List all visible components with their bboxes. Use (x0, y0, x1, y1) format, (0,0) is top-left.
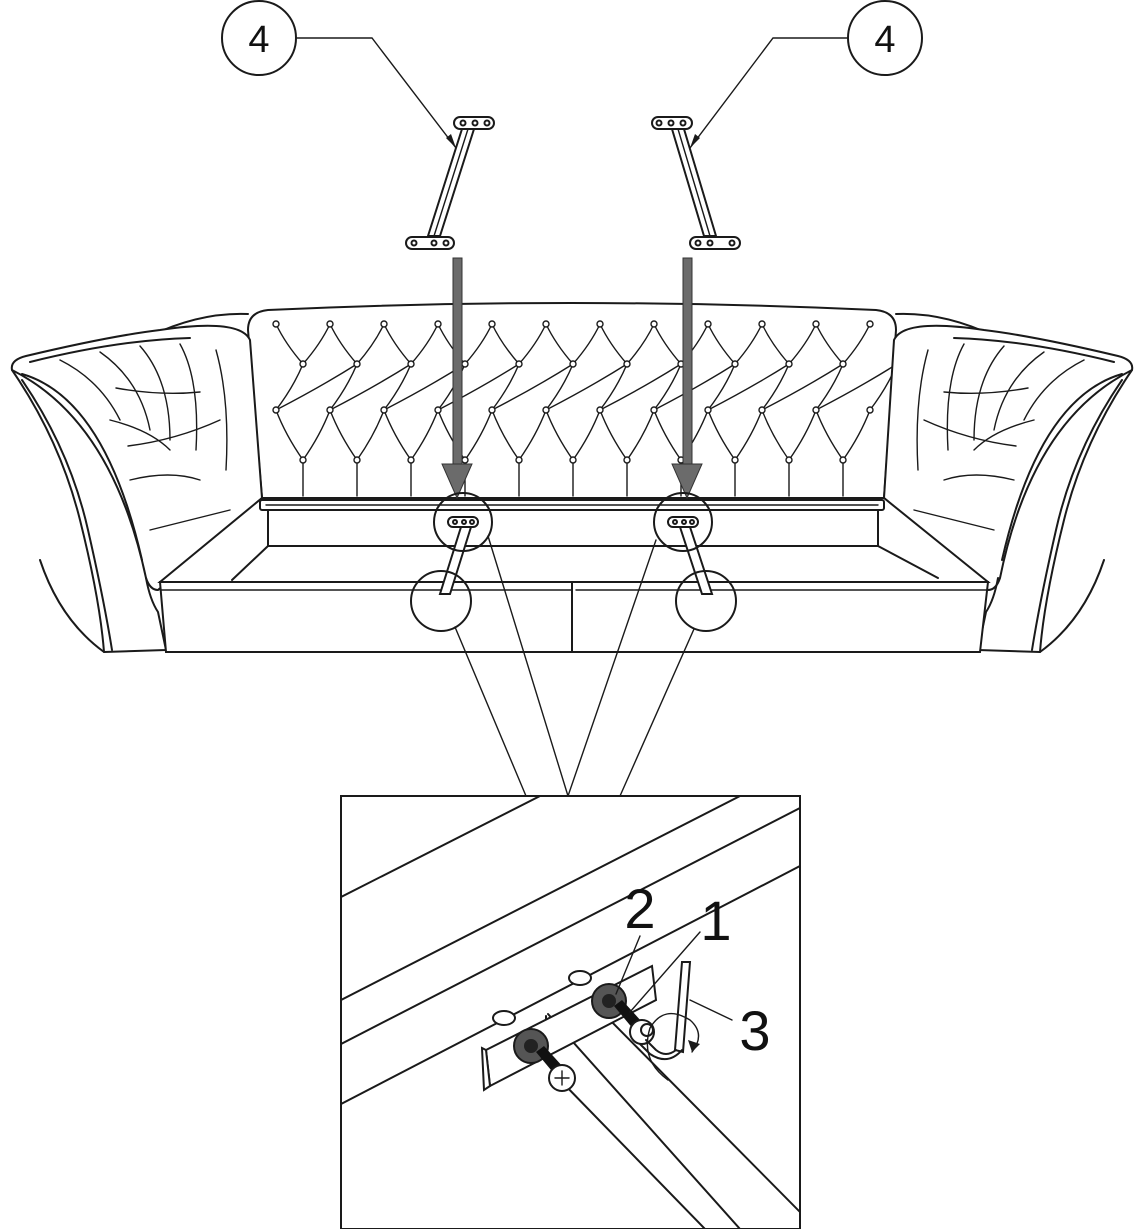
tuft-button (596, 406, 604, 414)
mounted-leg-left (410, 492, 493, 632)
tuft-button (272, 406, 280, 414)
tuft-button (785, 360, 793, 368)
leg-part-right (651, 116, 741, 250)
mounted-leg-right (653, 492, 737, 632)
tuft-button (731, 456, 739, 464)
callout-leg-right-number: 4 (874, 19, 895, 61)
tuft-button (380, 320, 388, 328)
insert-arrow-left (441, 257, 473, 500)
tuft-button (407, 456, 415, 464)
tuft-button (866, 320, 874, 328)
tuft-button (515, 360, 523, 368)
detail-circle-bottom-right (675, 570, 737, 632)
callout-allen-key: 3 (689, 999, 771, 1062)
tuft-button (812, 406, 820, 414)
tuft-button (704, 320, 712, 328)
callout-washer: 2 (615, 877, 656, 995)
tuft-button (650, 406, 658, 414)
tuft-button (596, 320, 604, 328)
tuft-button (623, 456, 631, 464)
tuft-button (623, 360, 631, 368)
detail-circle-bottom-left (410, 570, 472, 632)
callout-bolt: 1 (629, 889, 732, 1013)
tuft-button (542, 406, 550, 414)
tuft-button (542, 320, 550, 328)
tuft-button (839, 456, 847, 464)
tuft-button (785, 456, 793, 464)
detail-circle-top-left (433, 492, 493, 552)
tuft-button (407, 360, 415, 368)
tuft-button (704, 406, 712, 414)
tuft-button (812, 320, 820, 328)
callout-leg-left-number: 4 (248, 19, 269, 61)
tuft-button (326, 406, 334, 414)
tuft-button (299, 360, 307, 368)
tuft-button (839, 360, 847, 368)
tuft-button (758, 406, 766, 414)
tuft-button (326, 320, 334, 328)
detail-leader-lines (454, 535, 695, 797)
leg-part-left (405, 116, 495, 250)
tuft-button (569, 456, 577, 464)
callout-leg-right: 4 (689, 0, 923, 149)
callout-washer-number: 2 (624, 877, 655, 940)
tuft-button (353, 456, 361, 464)
tuft-button (434, 320, 442, 328)
tuft-button (299, 456, 307, 464)
insert-arrow-right (671, 257, 703, 500)
tuft-button (434, 406, 442, 414)
tuft-button (866, 406, 874, 414)
washer-bolt-lower (513, 1028, 576, 1092)
tuft-button (731, 360, 739, 368)
detail-circle-top-right (653, 492, 713, 552)
allen-key (639, 961, 700, 1081)
callout-bolt-number: 1 (700, 889, 731, 952)
tuft-button (569, 360, 577, 368)
callout-allen-key-number: 3 (739, 999, 770, 1062)
tuft-button (461, 456, 469, 464)
tuft-button (488, 320, 496, 328)
callout-leg-left: 4 (221, 0, 457, 149)
tuft-button (488, 406, 496, 414)
tuft-button (461, 360, 469, 368)
detail-box: 2 1 3 (340, 795, 801, 1229)
tuft-button (380, 406, 388, 414)
sofa-drawing (10, 302, 1134, 653)
tuft-button (353, 360, 361, 368)
tuft-button (272, 320, 280, 328)
tufting-pattern (272, 320, 898, 497)
tuft-button (650, 320, 658, 328)
tuft-button (515, 456, 523, 464)
tuft-button (758, 320, 766, 328)
